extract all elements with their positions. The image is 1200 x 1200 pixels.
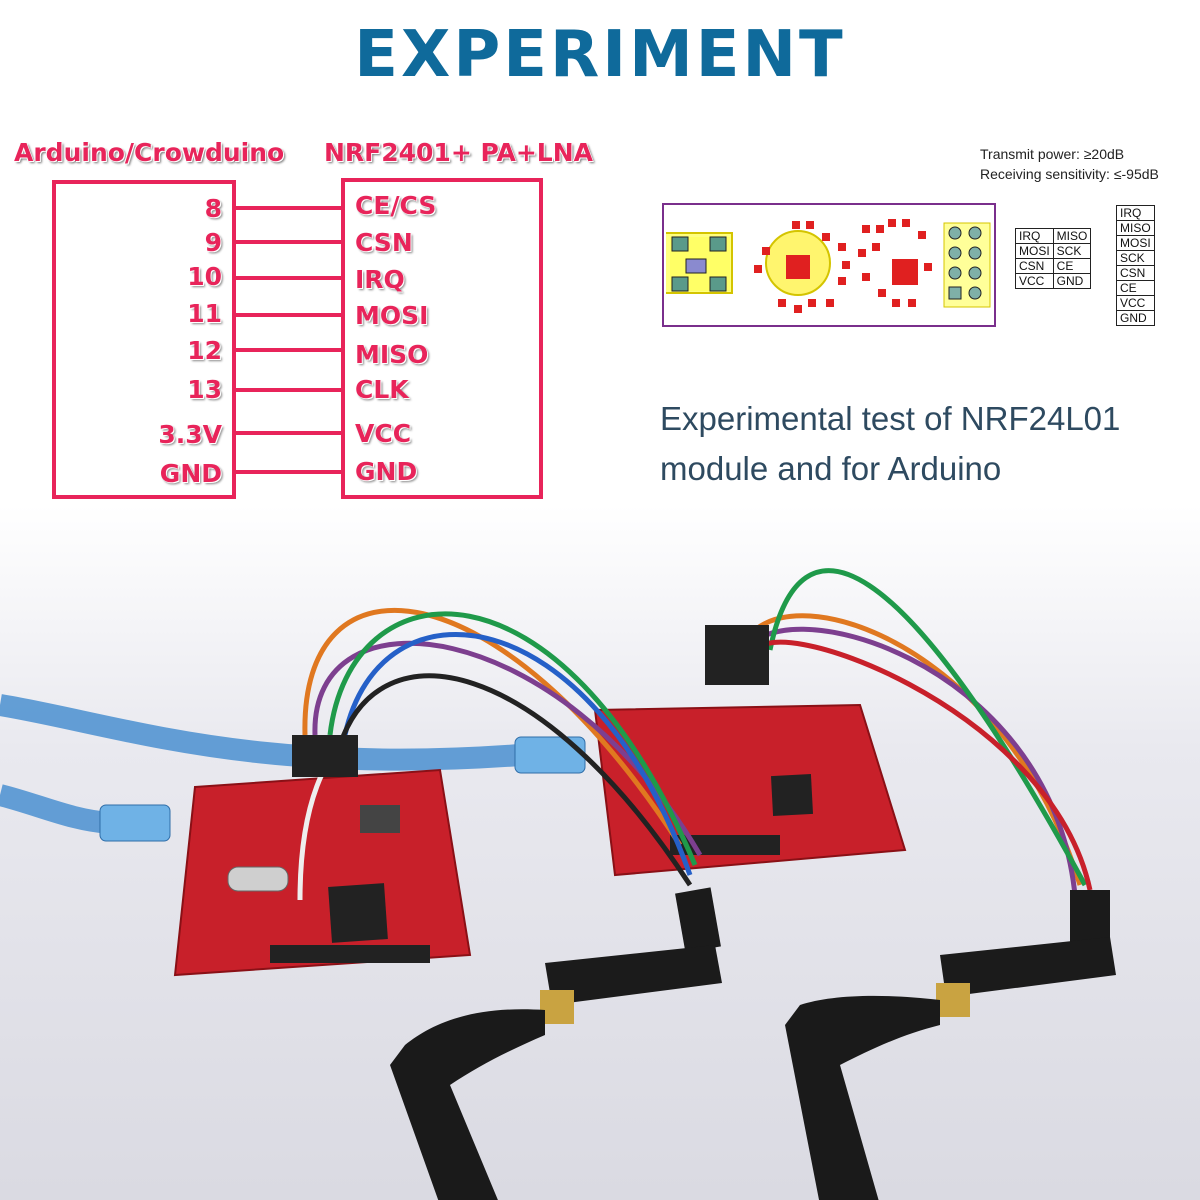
usb-cable-top bbox=[0, 694, 521, 771]
nrf-pin-vcc: VCC bbox=[355, 419, 412, 448]
table-cell: MISO bbox=[1116, 220, 1155, 236]
wire-black bbox=[337, 673, 693, 887]
table-cell: SCK bbox=[1116, 250, 1155, 266]
table-cell: MOSI bbox=[1015, 243, 1054, 259]
description-line-2: module and for Arduino bbox=[660, 450, 1002, 487]
nrf-header: NRF2401+ PA+LNA bbox=[324, 138, 594, 167]
pcb-layout bbox=[662, 203, 996, 327]
arduino-pin-8: 8 bbox=[204, 194, 222, 223]
arduino-pin-13: 13 bbox=[187, 375, 222, 404]
usb-cable-bottom bbox=[0, 784, 112, 834]
table-cell: CE bbox=[1116, 280, 1155, 296]
arduino-pin-gnd: GND bbox=[159, 459, 222, 488]
wiring-lines bbox=[52, 178, 543, 499]
nrf-pin-irq: IRQ bbox=[355, 265, 405, 294]
wire-blue bbox=[342, 632, 693, 876]
table-cell: VCC bbox=[1015, 273, 1054, 289]
arduino-pin-3v3: 3.3V bbox=[158, 420, 222, 449]
wire-purple bbox=[312, 640, 703, 857]
nrf-pin-csn: CSN bbox=[355, 228, 413, 257]
nrf-pin-clk: CLK bbox=[355, 375, 409, 404]
table-cell: IRQ bbox=[1015, 228, 1054, 244]
pin-table-column: IRQ MISO MOSI SCK CSN CE VCC GND bbox=[1116, 205, 1155, 326]
page-title: EXPERIMENT bbox=[354, 18, 846, 92]
table-cell: MISO bbox=[1052, 228, 1092, 244]
spec-receive-sensitivity: Receiving sensitivity: ≤-95dB bbox=[980, 166, 1159, 182]
arduino-pin-11: 11 bbox=[187, 299, 222, 328]
table-cell: CSN bbox=[1116, 265, 1155, 281]
table-cell: CE bbox=[1052, 258, 1092, 274]
wire-green bbox=[327, 611, 698, 866]
table-cell: GND bbox=[1116, 310, 1155, 326]
nrf-box bbox=[341, 178, 543, 499]
wire-r-red bbox=[752, 639, 1093, 891]
usb-plug-bottom bbox=[99, 804, 171, 842]
table-cell: SCK bbox=[1052, 243, 1092, 259]
nrf-module-right bbox=[936, 890, 1116, 1017]
table-cell: CSN bbox=[1015, 258, 1054, 274]
arduino-box bbox=[52, 180, 236, 499]
table-cell: IRQ bbox=[1116, 205, 1155, 221]
nrf-module-left bbox=[540, 887, 722, 1024]
setup-photo bbox=[0, 505, 1200, 1200]
table-cell: MOSI bbox=[1116, 235, 1155, 251]
nrf-pin-miso: MISO bbox=[355, 340, 429, 369]
description-line-1: Experimental test of NRF24L01 bbox=[660, 400, 1121, 437]
nrf-pin-mosi: MOSI bbox=[355, 301, 429, 330]
arduino-pin-10: 10 bbox=[187, 262, 222, 291]
antenna-right bbox=[785, 995, 940, 1200]
usb-plug-top bbox=[514, 736, 586, 774]
nrf-pin-ce: CE/CS bbox=[355, 191, 437, 220]
table-cell: VCC bbox=[1116, 295, 1155, 311]
antenna-left bbox=[390, 1009, 545, 1200]
arduino-board-left bbox=[173, 768, 472, 977]
arduino-pin-9: 9 bbox=[204, 228, 222, 257]
spec-transmit-power: Transmit power: ≥20dB bbox=[980, 146, 1125, 162]
arduino-header: Arduino/Crowduino bbox=[14, 138, 285, 167]
table-cell: GND bbox=[1052, 273, 1092, 289]
arduino-pin-12: 12 bbox=[187, 336, 222, 365]
nrf-pin-gnd: GND bbox=[355, 457, 418, 486]
